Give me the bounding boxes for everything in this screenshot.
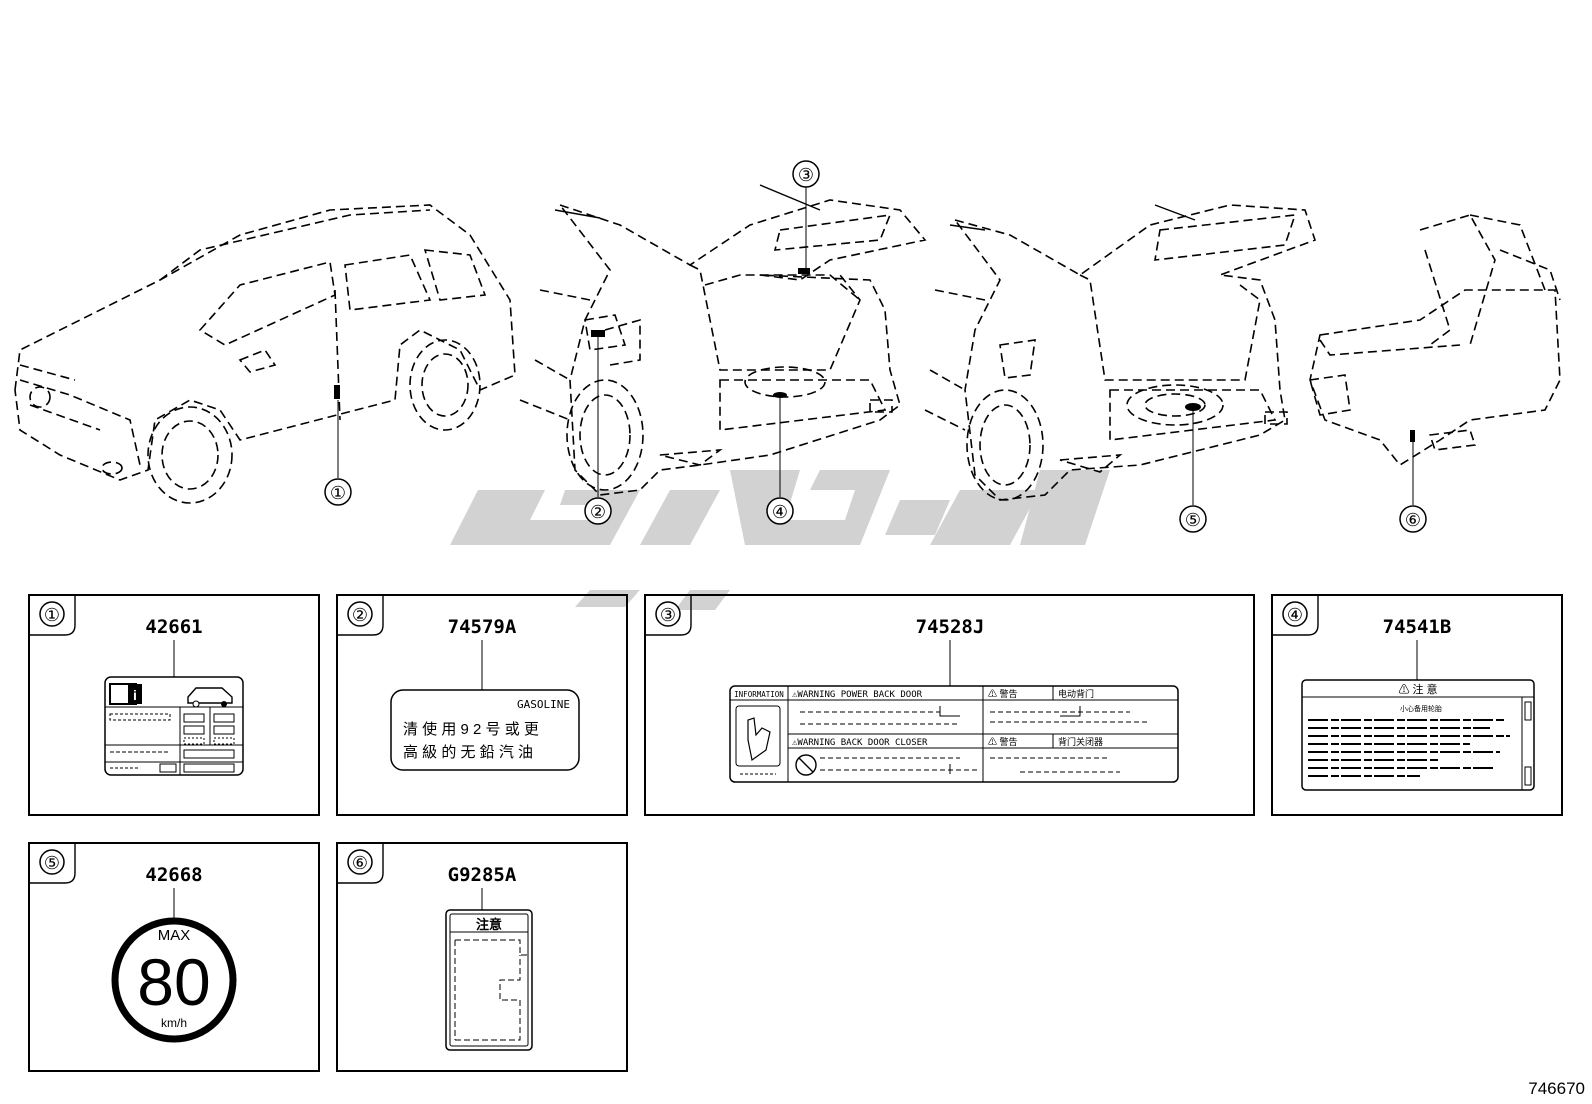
panel-number: ② bbox=[352, 605, 368, 625]
row1-warning: ⚠WARNING POWER BACK DOOR bbox=[792, 690, 923, 700]
information-heading: INFORMATION bbox=[734, 690, 784, 699]
callout-3: ③ bbox=[792, 160, 820, 188]
row2-warning: ⚠WARNING BACK DOOR CLOSER bbox=[792, 738, 928, 748]
vehicle-front-view bbox=[14, 204, 516, 504]
prohibition-icon bbox=[795, 754, 817, 776]
row1-warning-cn: ⚠ 警告 bbox=[988, 688, 1018, 699]
vehicle-rear-spare-view bbox=[924, 204, 1317, 505]
callout-1: ① bbox=[324, 478, 352, 506]
label-74541B-illustration: ⚠ 注 意 小心备用轮胎 bbox=[1301, 679, 1535, 791]
panel-number: ① bbox=[44, 605, 60, 625]
label-line-1: 清 使 用 9 2 号 或 更 bbox=[403, 721, 539, 738]
label-line-2: 高 級 的 无 鉛 汽 油 bbox=[403, 744, 533, 761]
svg-text:④: ④ bbox=[772, 502, 788, 522]
svg-text:⑤: ⑤ bbox=[1185, 510, 1201, 530]
svg-text:③: ③ bbox=[798, 165, 814, 185]
label-sub: 小心备用轮胎 bbox=[1400, 704, 1442, 713]
part-number: 74541B bbox=[1383, 616, 1452, 638]
label-74579A-illustration: GASOLINE 清 使 用 9 2 号 或 更 高 級 的 无 鉛 汽 油 bbox=[390, 689, 580, 771]
panel-5: ⑤ 42668 MAX 80 km/h bbox=[28, 842, 320, 1072]
label-location-1 bbox=[334, 385, 340, 399]
hand-icon bbox=[735, 705, 781, 767]
panel-number: ⑤ bbox=[44, 853, 60, 873]
part-number: 74579A bbox=[448, 616, 517, 638]
info-icon bbox=[128, 684, 142, 704]
row2-title-cn: 背门关闭器 bbox=[1058, 736, 1103, 747]
callout-4: ④ bbox=[766, 497, 794, 525]
panel-6: ⑥ G9285A 注意 bbox=[336, 842, 628, 1072]
panel-2: ② 74579A GASOLINE 清 使 用 9 2 号 或 更 高 級 的 … bbox=[336, 594, 628, 816]
panel-1: ① 42661 i bbox=[28, 594, 320, 816]
part-number: G9285A bbox=[448, 864, 517, 886]
diagram-id: 746670 bbox=[1528, 1079, 1585, 1098]
svg-text:②: ② bbox=[590, 502, 606, 522]
callout-2: ② bbox=[584, 497, 612, 525]
speed-unit: km/h bbox=[161, 1016, 187, 1030]
label-42661-illustration: i bbox=[104, 676, 244, 776]
row2-warning-cn: ⚠ 警告 bbox=[988, 736, 1018, 747]
label-location-6 bbox=[1410, 430, 1415, 442]
panel-number: ④ bbox=[1287, 605, 1303, 625]
svg-text:①: ① bbox=[330, 483, 346, 503]
label-heading: GASOLINE bbox=[517, 698, 570, 711]
label-G9285A-illustration: 注意 bbox=[445, 909, 533, 1051]
speed-value: 80 bbox=[137, 945, 210, 1019]
vehicle-rear-open-view bbox=[519, 184, 927, 497]
label-location-5 bbox=[1185, 403, 1201, 411]
label-location-4 bbox=[773, 392, 787, 398]
callout-5: ⑤ bbox=[1179, 505, 1207, 533]
label-location-3 bbox=[798, 268, 810, 274]
panel-3: ③ 74528J INFORMATION ⚠WARNING POWER BACK… bbox=[644, 594, 1255, 816]
svg-text:⑥: ⑥ bbox=[1405, 510, 1421, 530]
panel-4: ④ 74541B ⚠ 注 意 小心备用轮胎 bbox=[1271, 594, 1563, 816]
label-heading: 注意 bbox=[476, 917, 502, 932]
part-number: 74528J bbox=[916, 616, 985, 638]
label-heading: ⚠ 注 意 bbox=[1398, 682, 1437, 696]
label-74528J-illustration: INFORMATION ⚠WARNING POWER BACK DOOR ⚠ 警… bbox=[729, 685, 1179, 783]
row1-title-cn: 电动背门 bbox=[1058, 688, 1094, 699]
svg-text:i: i bbox=[133, 687, 137, 703]
panel-number: ③ bbox=[660, 605, 676, 625]
max-text: MAX bbox=[158, 927, 191, 944]
speed-limit-sign: MAX 80 km/h bbox=[111, 917, 237, 1043]
rear-seat-view bbox=[1308, 214, 1561, 505]
panel-number: ⑥ bbox=[352, 853, 368, 873]
label-location-2 bbox=[591, 330, 605, 337]
callout-6: ⑥ bbox=[1399, 505, 1427, 533]
part-number: 42668 bbox=[145, 864, 202, 886]
part-number: 42661 bbox=[145, 616, 202, 638]
car-icon bbox=[187, 687, 233, 704]
